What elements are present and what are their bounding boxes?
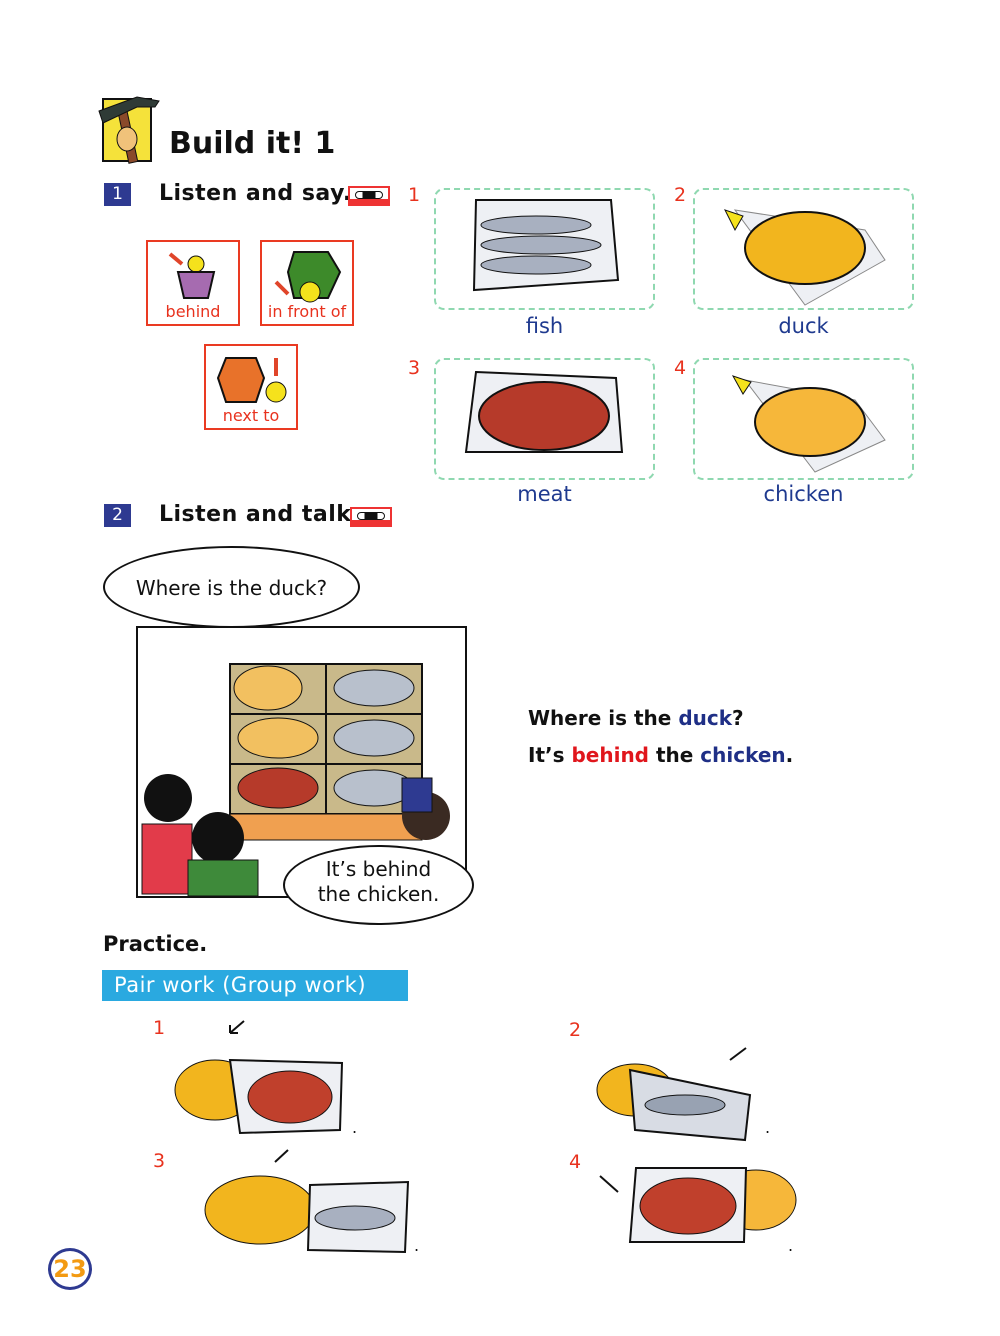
market-scene-illustration [141, 663, 450, 897]
food-label: chicken [763, 482, 844, 506]
chicken-image [731, 375, 886, 473]
speech-text: Where is the duck? [135, 576, 328, 600]
item-number: 1 [408, 184, 421, 206]
preposition-card-in-front-of: in front of [260, 240, 354, 326]
duck-image [724, 209, 886, 306]
text: ? [732, 706, 744, 730]
text: Where is the [528, 706, 679, 730]
preposition-card-next-to: next to [204, 344, 298, 430]
keyword-behind: behind [571, 743, 649, 767]
comic-panel [136, 626, 467, 898]
speech-bubble-question: Where is the duck? [103, 546, 360, 628]
speech-bubble-answer: It’s behind the chicken. [283, 845, 474, 925]
preposition-label: behind [165, 302, 221, 321]
pair-work-banner: Pair work (Group work) [102, 970, 408, 1001]
food-label: meat [517, 482, 572, 506]
preposition-label: in front of [267, 302, 347, 321]
food-card-chicken [693, 358, 914, 480]
fish-tray-image [472, 199, 620, 292]
section-number-badge: 2 [104, 504, 131, 527]
text: It’s [528, 743, 572, 767]
keyword-chicken: chicken [700, 743, 786, 767]
item-number: 3 [408, 357, 421, 379]
hammer-icon [97, 95, 163, 165]
food-label: duck [778, 314, 829, 338]
model-sentence-answer: It’s behind the chicken. [528, 743, 793, 767]
answer-blank: . [414, 1236, 420, 1255]
model-sentence-question: Where is the duck? [528, 706, 744, 730]
item-number: 4 [569, 1151, 582, 1173]
speech-text: the chicken. [317, 882, 440, 906]
item-number: 1 [153, 1017, 166, 1039]
answer-blank: . [352, 1118, 358, 1137]
practice-item-1-image [160, 1015, 360, 1144]
page-number: 23 [48, 1248, 92, 1290]
cassette-icon[interactable] [350, 507, 392, 527]
text: the [649, 743, 701, 767]
keyword-duck: duck [678, 706, 733, 730]
practice-item-4-image [596, 1150, 806, 1254]
food-card-duck [693, 188, 914, 310]
food-label: fish [525, 314, 564, 338]
practice-item-3-image [190, 1140, 415, 1264]
answer-blank: . [788, 1236, 794, 1255]
page-title: Build it! 1 [169, 126, 336, 161]
section-heading: Listen and say. [159, 181, 352, 206]
item-number: 4 [674, 357, 687, 379]
item-number: 2 [569, 1019, 582, 1041]
answer-blank: . [765, 1118, 771, 1137]
text: . [785, 743, 794, 767]
item-number: 2 [674, 184, 687, 206]
section-number-badge: 1 [104, 183, 131, 206]
item-number: 3 [153, 1150, 166, 1172]
food-card-meat [434, 358, 655, 480]
speech-text: It’s behind [325, 857, 432, 881]
practice-item-2-image [590, 1040, 760, 1149]
preposition-label: next to [222, 406, 280, 425]
food-card-fish [434, 188, 655, 310]
cassette-icon[interactable] [348, 186, 390, 206]
practice-heading: Practice. [103, 932, 208, 956]
meat-tray-image [464, 370, 624, 453]
preposition-card-behind: behind [146, 240, 240, 326]
section-heading: Listen and talk. [159, 502, 361, 527]
